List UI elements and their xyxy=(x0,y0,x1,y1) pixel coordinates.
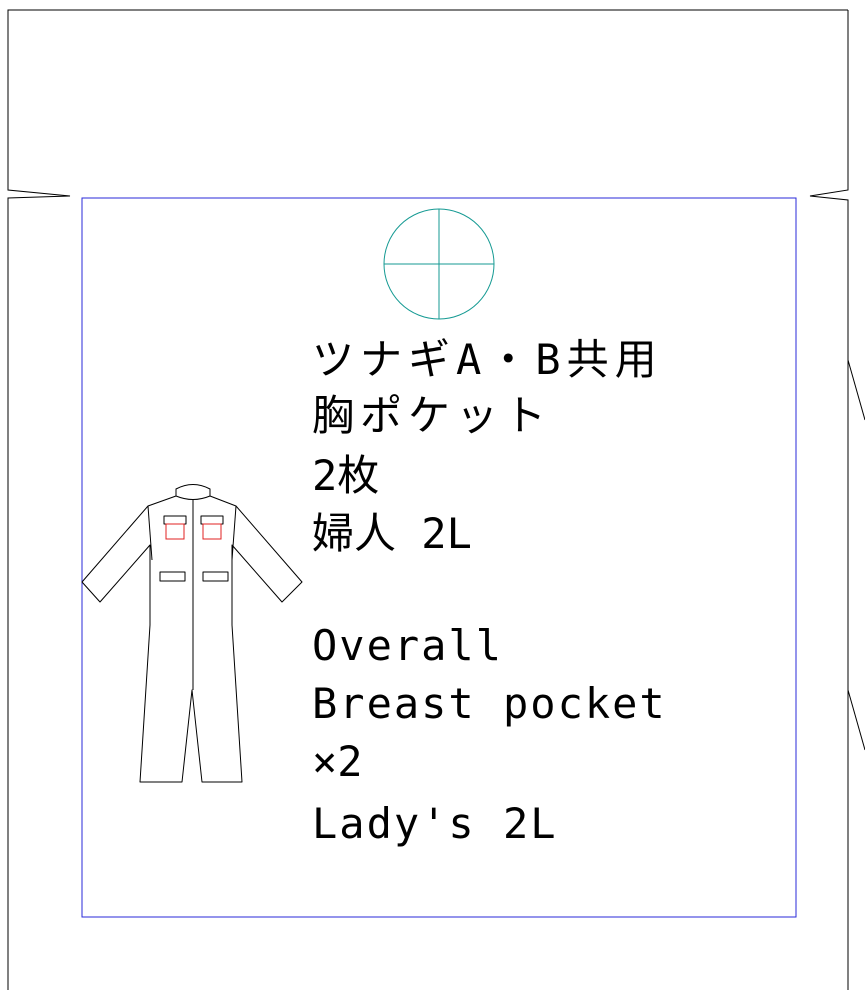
garment-left-pocket-flap xyxy=(163,515,187,525)
garment-left-lower-pocket xyxy=(159,571,186,582)
sheet-right-edge xyxy=(809,10,849,990)
label-en-line-3: ×2 xyxy=(312,737,363,786)
label-ja-line-4: 婦人 2L xyxy=(312,509,472,558)
label-ja-line-3: 2枚 xyxy=(312,451,379,500)
crosshair-circle-icon xyxy=(383,208,495,320)
coverall-garment-icon xyxy=(81,484,303,783)
right-breast-pocket xyxy=(202,523,222,540)
fold-mark-lower xyxy=(847,689,865,751)
label-ja-line-2: 胸ポケット xyxy=(312,391,552,440)
label-en-line-2: Breast pocket xyxy=(312,679,667,728)
label-japanese: ツナギA・B共用 胸ポケット 2枚 婦人 2L xyxy=(312,335,663,558)
left-breast-pocket xyxy=(165,523,185,540)
label-english: Overall Breast pocket ×2 Lady's 2L xyxy=(312,621,667,848)
garment-collar xyxy=(175,484,211,500)
garment-right-sleeve-seam xyxy=(231,505,237,561)
label-en-line-4: Lady's 2L xyxy=(312,799,558,848)
garment-left-sleeve-seam xyxy=(147,505,153,561)
label-ja-line-1: ツナギA・B共用 xyxy=(312,335,663,384)
garment-right-lower-pocket xyxy=(202,571,229,582)
sheet-left-edge xyxy=(7,9,848,990)
fold-mark-upper xyxy=(847,359,865,421)
sheet-outline xyxy=(7,9,865,990)
label-en-line-1: Overall xyxy=(312,621,503,670)
label-frame xyxy=(81,197,797,918)
breast-pocket-highlight xyxy=(165,523,222,540)
garment-body xyxy=(81,495,303,783)
garment-right-pocket-flap xyxy=(200,515,224,525)
